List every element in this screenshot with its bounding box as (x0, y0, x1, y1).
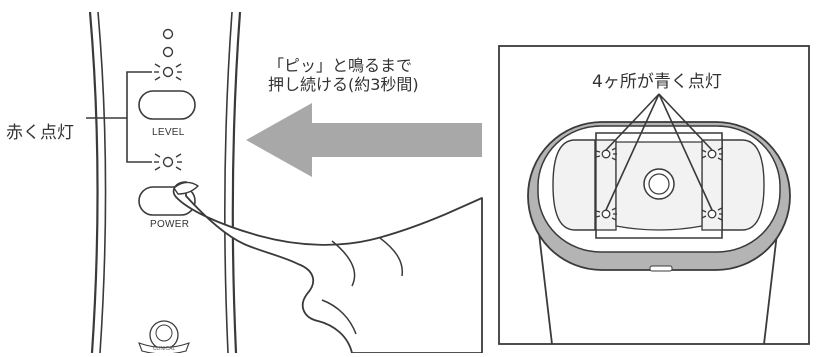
red-light-label: 赤く点灯 (6, 123, 74, 143)
brand-emblem-icon: CLINICAL (138, 320, 190, 355)
level-button[interactable] (138, 90, 196, 120)
lit-indicator-icon (154, 63, 182, 81)
level-button-label: LEVEL (152, 127, 185, 138)
power-button-label: POWER (150, 219, 190, 230)
blue-light-led-icon (595, 207, 617, 221)
instruction-line-1: 「ピッ」と鳴るまで (268, 56, 413, 75)
device-front-panel (88, 11, 242, 354)
svg-text:CLINICAL: CLINICAL (153, 346, 176, 352)
instruction-text: 「ピッ」と鳴るまで 押し続ける(約3秒間) (268, 56, 419, 94)
blue-light-led-icon (701, 207, 723, 221)
device-top-view (527, 121, 791, 345)
led-leader-lines (605, 93, 713, 211)
blue-light-label: 4ヶ所が青く点灯 (592, 72, 722, 92)
blue-light-led-icon (701, 147, 723, 161)
arrow-left-icon (246, 103, 482, 177)
instruction-line-2: 押し続ける(約3秒間) (268, 75, 419, 94)
hand-illustration (172, 181, 483, 354)
lit-indicator-icon (154, 153, 182, 171)
indicator-dot (162, 28, 174, 40)
red-light-bracket (86, 71, 152, 163)
indicator-dot (162, 46, 174, 58)
blue-light-led-icon (595, 147, 617, 161)
